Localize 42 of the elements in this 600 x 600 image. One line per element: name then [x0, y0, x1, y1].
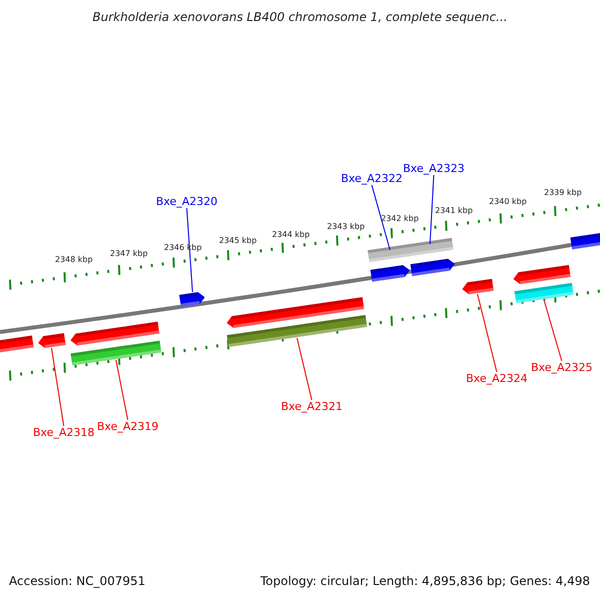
- gene-bar: [368, 238, 454, 262]
- gene-bar: [514, 282, 574, 304]
- leader-line: [430, 174, 434, 244]
- diagram-title: Burkholderia xenovorans LB400 chromosome 1, complete sequenc...: [92, 10, 508, 24]
- leader-line: [544, 300, 562, 362]
- gene-label: Bxe_A2323: [403, 162, 465, 175]
- gene-bar: [570, 232, 600, 250]
- gene-label: Bxe_A2320: [156, 195, 218, 208]
- gene-label: Bxe_A2319: [97, 420, 159, 433]
- gene-bar: [226, 314, 368, 348]
- leader-line: [186, 208, 193, 292]
- gene-feature: [513, 264, 571, 284]
- leader-line: [296, 338, 312, 400]
- scale-label: 2340 kbp: [489, 197, 527, 206]
- gene-feature: [410, 258, 455, 276]
- gene-label: Bxe_A2318: [33, 426, 95, 439]
- scale-label: 2348 kbp: [55, 255, 93, 264]
- scale-label: 2344 kbp: [272, 230, 310, 239]
- scale-label: 2343 kbp: [327, 222, 365, 231]
- leader-line: [371, 184, 390, 250]
- gene-feature: [38, 333, 66, 348]
- gene-label: Bxe_A2322: [341, 172, 403, 185]
- gene-bar: [0, 336, 34, 352]
- genome-info-text: Topology: circular; Length: 4,895,836 bp; Genes: 4,498: [260, 574, 590, 588]
- leader-line: [51, 348, 64, 426]
- gene-feature: [462, 278, 494, 294]
- gene-label: Bxe_A2321: [281, 400, 343, 413]
- leader-line: [116, 360, 128, 420]
- scale-label: 2342 kbp: [381, 214, 419, 223]
- gene-feature: [370, 265, 410, 282]
- scale-label: 2347 kbp: [110, 249, 148, 258]
- leader-line: [477, 294, 498, 372]
- gene-feature: [70, 322, 160, 346]
- gene-feature: [179, 292, 205, 307]
- scale-label: 2339 kbp: [544, 188, 582, 197]
- gene-label: Bxe_A2324: [466, 372, 528, 385]
- scale-label: 2341 kbp: [435, 206, 473, 215]
- accession-text: Accession: NC_007951: [9, 574, 146, 588]
- scale-label: 2345 kbp: [219, 236, 257, 245]
- gene-bar: [70, 340, 162, 366]
- gene-feature: [226, 297, 364, 328]
- gene-label: Bxe_A2325: [531, 361, 593, 374]
